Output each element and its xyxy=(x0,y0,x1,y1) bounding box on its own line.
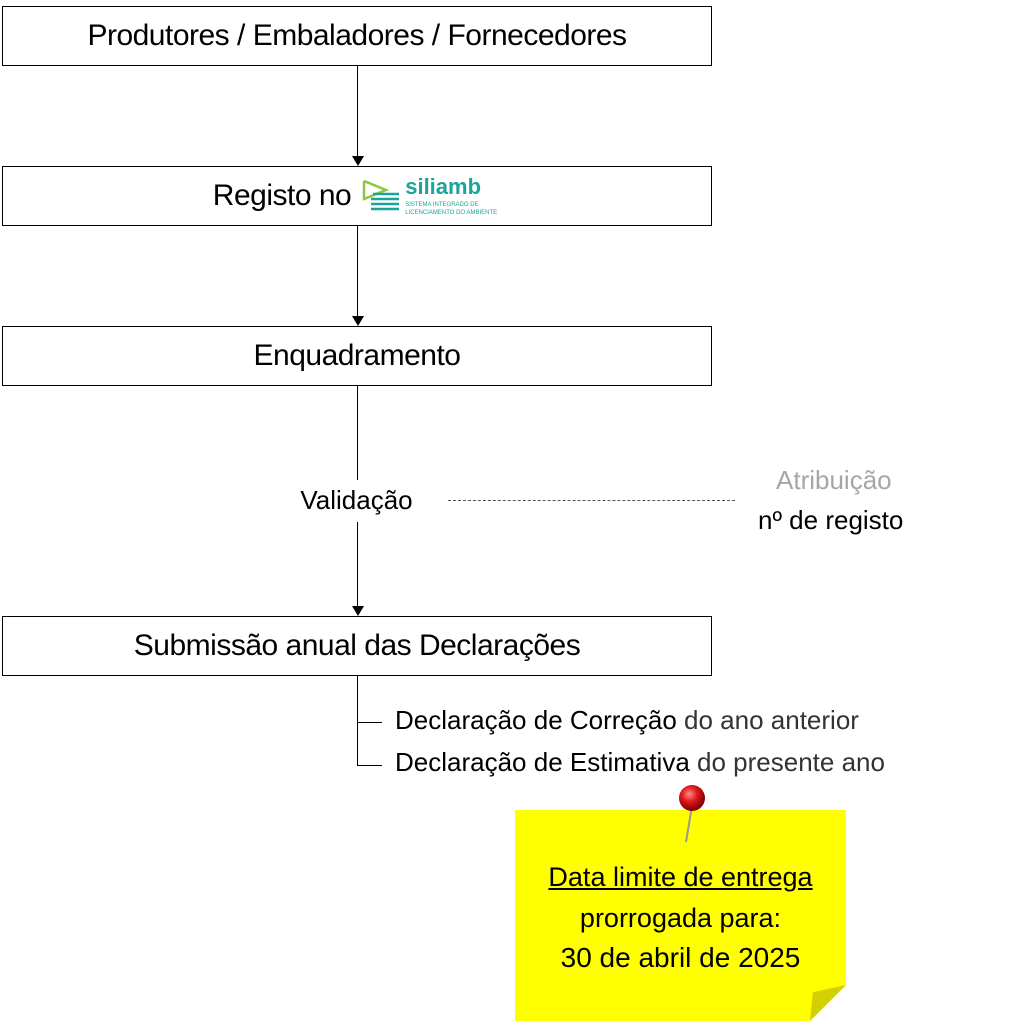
step-registration: Registo no siliamb SISTEMA INTEGRADO DE … xyxy=(2,166,712,226)
step-label: Submissão anual das Declarações xyxy=(133,628,581,662)
pushpin-icon xyxy=(679,785,705,843)
note-line: Data limite de entrega xyxy=(548,862,813,892)
dashed-connector xyxy=(448,500,735,501)
step-producers: Produtores / Embaladores / Fornecedores xyxy=(2,6,712,66)
logo-text: siliamb xyxy=(405,173,482,199)
declaration-detail: do presente ano xyxy=(689,747,885,777)
validation-label: Validação xyxy=(268,480,445,522)
validation-text: Validação xyxy=(300,485,413,516)
declaration-name: Declaração de Estimativa xyxy=(395,747,690,777)
step-label: Enquadramento xyxy=(253,338,462,372)
bracket-tick xyxy=(357,765,382,766)
note-deadline-title: Data limite de entrega xyxy=(515,862,846,893)
step-framing: Enquadramento xyxy=(2,326,712,386)
arrow-head xyxy=(352,156,364,166)
assignment-label: Atribuição xyxy=(776,465,892,495)
arrow-head xyxy=(352,316,364,326)
siliamb-logo-icon xyxy=(362,179,400,211)
logo-subtitle: SISTEMA INTEGRADO DE LICENCIAMENTO DO AM… xyxy=(405,201,498,216)
bracket-line xyxy=(357,676,358,765)
assignment-value: nº de registo xyxy=(758,505,904,535)
note-date: 30 de abril de 2025 xyxy=(560,942,801,973)
declaration-detail: do ano anterior xyxy=(676,705,859,735)
siliamb-logo: siliamb SISTEMA INTEGRADO DE LICENCIAMEN… xyxy=(361,173,501,217)
connector xyxy=(357,226,358,318)
declaration-item: Declaração de Correção do ano anterior xyxy=(395,705,859,736)
note-extended: prorrogada para: xyxy=(579,903,782,933)
declaration-item: Declaração de Estimativa do presente ano xyxy=(395,747,885,778)
step-label: Registo no xyxy=(212,178,352,212)
logo-text-group: siliamb SISTEMA INTEGRADO DE LICENCIAMEN… xyxy=(405,173,501,217)
step-submission: Submissão anual das Declarações xyxy=(2,616,712,676)
arrow-head xyxy=(352,606,364,616)
sticky-note xyxy=(515,810,846,1021)
step-label: Produtores / Embaladores / Fornecedores xyxy=(87,18,627,52)
declaration-name: Declaração de Correção xyxy=(395,705,677,735)
connector xyxy=(357,66,358,158)
bracket-tick xyxy=(357,722,382,723)
